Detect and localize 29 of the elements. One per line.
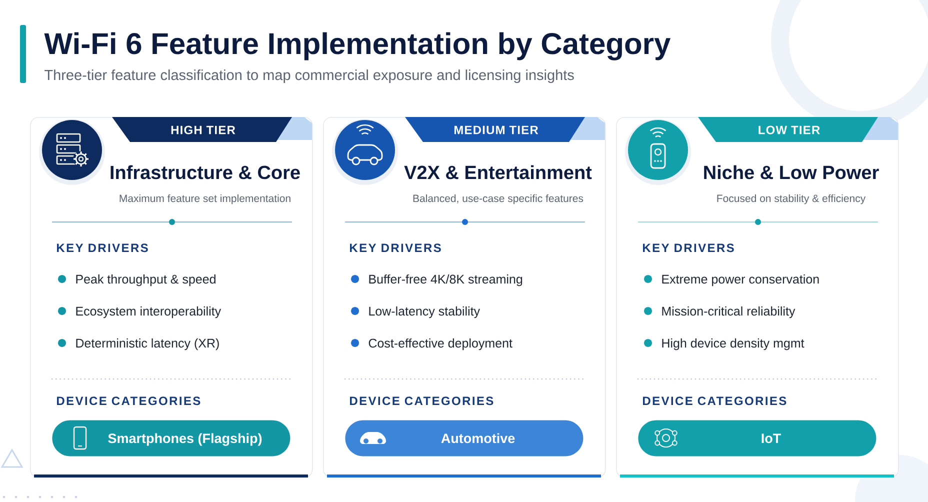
driver-text: Cost-effective deployment	[368, 338, 512, 350]
section-heading: DEVICE CATEGORIES	[57, 396, 200, 406]
card-heading: Infrastructure & Core	[110, 165, 300, 180]
category-pill: Smartphones (Flagship)	[52, 420, 290, 456]
card-heading: V2X & Entertainment	[404, 165, 592, 180]
driver-text: Peak throughput & speed	[76, 274, 216, 286]
section-heading: KEY DRIVERS	[643, 244, 734, 252]
driver-text: Deterministic latency (XR)	[76, 338, 219, 350]
section-heading: KEY DRIVERS	[350, 244, 441, 252]
section-heading: KEY DRIVERS	[57, 244, 148, 252]
category-pill: IoT	[638, 420, 876, 456]
card-subtitle: Maximum feature set implementation	[120, 194, 290, 204]
driver-text: Buffer-free 4K/8K streaming	[369, 274, 522, 286]
driver-text: High device density mgmt	[662, 338, 804, 350]
subtitle: Three-tier feature classification to map commercial exposure and licensing insights	[44, 69, 574, 83]
tier-card	[616, 117, 899, 478]
tier-card	[30, 117, 313, 478]
section-heading: DEVICE CATEGORIES	[643, 396, 786, 406]
driver-text: Mission-critical reliability	[662, 306, 796, 318]
driver-text: Low-latency stability	[369, 306, 480, 318]
card-subtitle: Balanced, use-case specific features	[413, 194, 584, 204]
tier-card	[323, 117, 606, 478]
category-pill: Automotive	[345, 420, 584, 456]
section-heading: DEVICE CATEGORIES	[350, 396, 494, 406]
driver-text: Extreme power conservation	[662, 274, 819, 286]
card-subtitle: Focused on stability & efficiency	[717, 194, 866, 204]
card-heading: Niche & Low Power	[704, 165, 879, 180]
driver-text: Ecosystem interoperability	[76, 306, 222, 318]
title: Wi-Fi 6 Feature Implementation by Category	[44, 32, 671, 60]
